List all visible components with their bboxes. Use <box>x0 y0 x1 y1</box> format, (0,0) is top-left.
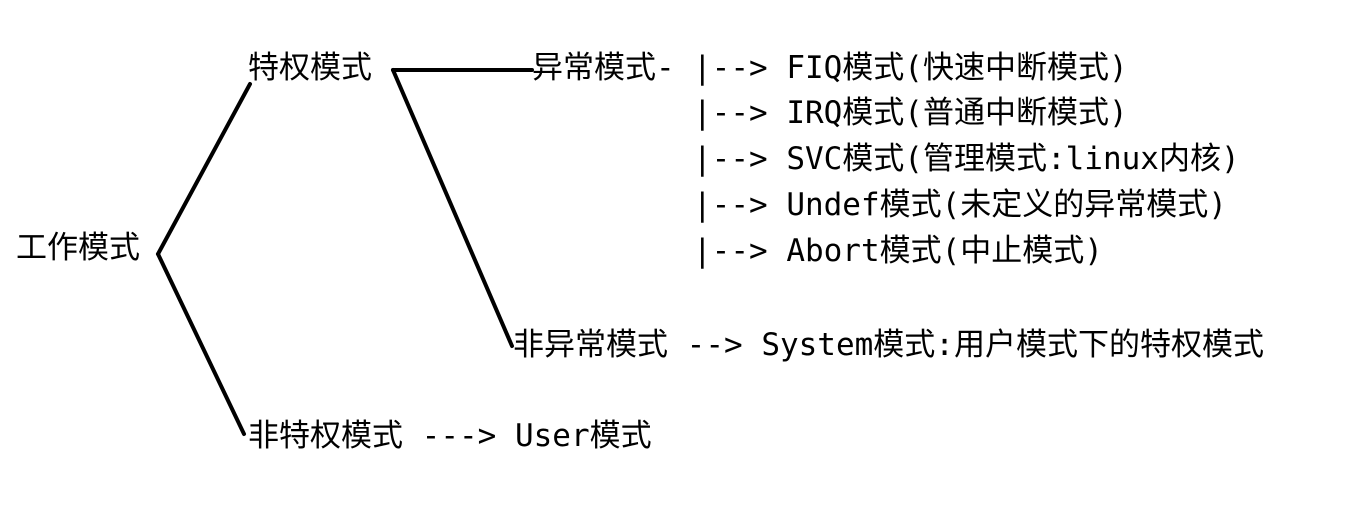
exception-submode-undef: |--> Undef模式(未定义的异常模式) <box>693 187 1227 223</box>
exception-submode-svc: |--> SVC模式(管理模式:linux内核) <box>693 141 1240 177</box>
connector-root-to-privileged <box>156 82 252 256</box>
connector-root-to-non-privileged <box>156 252 246 436</box>
exception-mode-label: 异常模式- <box>532 50 675 86</box>
connector-privileged-to-non-exception <box>391 68 514 348</box>
non-exception-mode-label: 非异常模式 --> System模式:用户模式下的特权模式 <box>513 327 1264 363</box>
exception-submode-irq: |--> IRQ模式(普通中断模式) <box>693 95 1128 131</box>
exception-submode-fiq: |--> FIQ模式(快速中断模式) <box>693 50 1128 86</box>
root-node-label: 工作模式 <box>16 230 140 266</box>
privileged-mode-label: 特权模式 <box>248 50 372 86</box>
non-privileged-mode-label: 非特权模式 ---> User模式 <box>248 418 652 454</box>
exception-submode-abort: |--> Abort模式(中止模式) <box>693 233 1103 269</box>
